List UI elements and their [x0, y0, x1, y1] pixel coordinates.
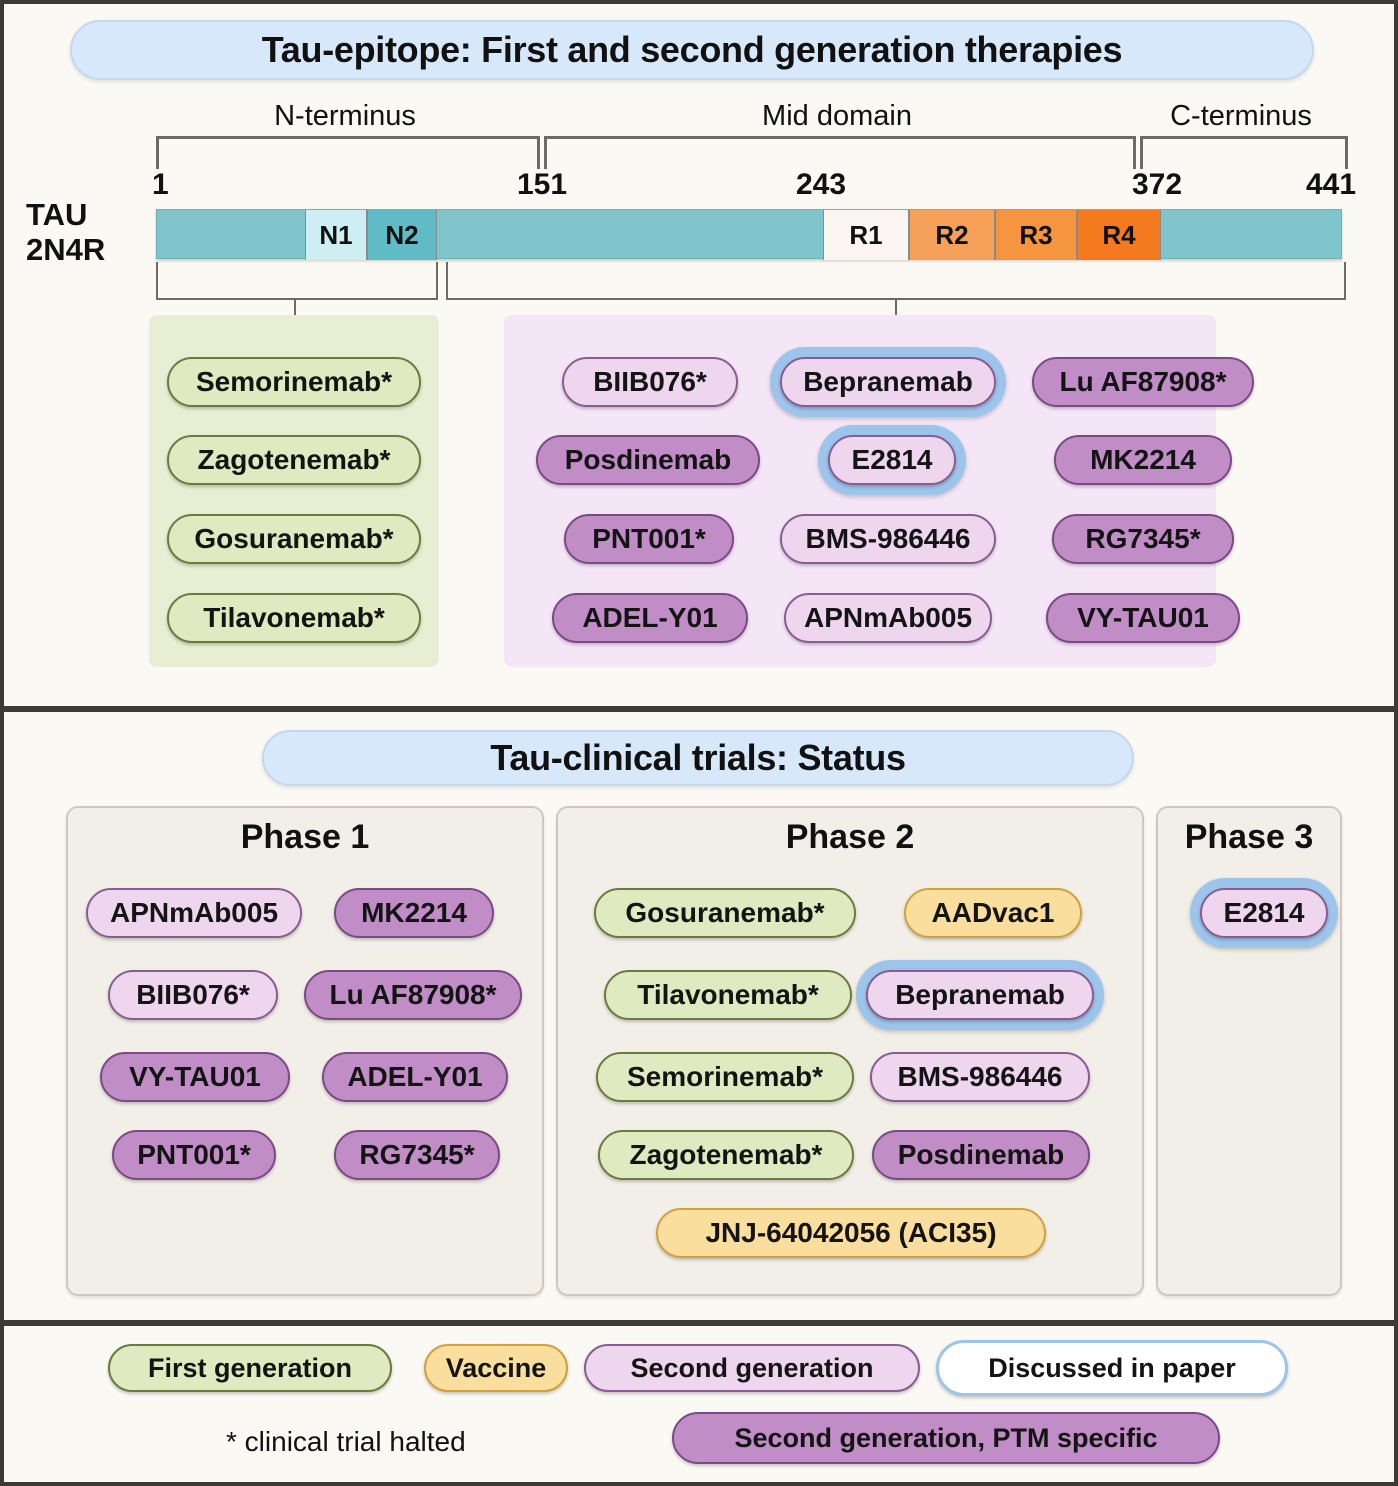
legend-vaccine: Vaccine [424, 1344, 568, 1392]
phase1-pill-lu-af87908[interactable]: Lu AF87908* [304, 970, 522, 1020]
phase-2-title: Phase 2 [785, 818, 915, 856]
legend-first-generation: First generation [108, 1344, 392, 1392]
phase2-pill-gosuranemab[interactable]: Gosuranemab* [594, 888, 856, 938]
phase2-pill-aadvac1[interactable]: AADvac1 [904, 888, 1082, 938]
pill-biib076[interactable]: BIIB076* [562, 357, 738, 407]
bracket-bottom-mid-domain [446, 262, 1346, 300]
phase1-pill-rg7345[interactable]: RG7345* [334, 1130, 500, 1180]
tau-segment-r3: R3 [995, 210, 1077, 260]
phase1-pill-biib076[interactable]: BIIB076* [108, 970, 278, 1020]
stem-n-terminus [294, 298, 296, 322]
phase1-pill-apnmab005[interactable]: APNmAb005 [86, 888, 302, 938]
bracket-mid-domain [544, 136, 1136, 169]
tau-label-line1: TAU [26, 197, 88, 232]
phase-3-title: Phase 3 [1184, 818, 1314, 856]
stem-mid-domain [895, 298, 897, 322]
tick-372: 372 [1132, 168, 1183, 201]
tick-243: 243 [796, 168, 847, 201]
epitope-group-mid-domain: BIIB076* Posdinemab PNT001* ADEL-Y01 Bep… [504, 315, 1254, 667]
phase2-pill-semorinemab[interactable]: Semorinemab* [596, 1052, 854, 1102]
panel-tau-epitope: Tau-epitope: First and second generation… [4, 4, 1394, 706]
tick-151: 151 [517, 168, 568, 201]
tau-segment-n2: N2 [367, 210, 437, 260]
pill-apnmab005[interactable]: APNmAb005 [784, 593, 992, 643]
phase1-pill-vy-tau01[interactable]: VY-TAU01 [100, 1052, 290, 1102]
status-panel-title: Tau-clinical trials: Status [262, 730, 1134, 786]
pill-bepranemab[interactable]: Bepranemab [780, 357, 996, 407]
phase3-pill-e2814[interactable]: E2814 [1200, 888, 1328, 938]
pill-lu-af87908[interactable]: Lu AF87908* [1032, 357, 1254, 407]
pill-e2814[interactable]: E2814 [828, 435, 956, 485]
epitope-group-n-terminus: Semorinemab* Zagotenemab* Gosuranemab* T… [149, 315, 439, 667]
bracket-n-terminus [156, 136, 540, 169]
domain-label-c-terminus: C-terminus [1170, 100, 1312, 132]
legend-second-generation-ptm: Second generation, PTM specific [672, 1412, 1220, 1464]
tau-segment-r4: R4 [1077, 210, 1161, 260]
phase-1-box [66, 806, 544, 1296]
tick-441: 441 [1306, 168, 1357, 201]
epitope-panel-title: Tau-epitope: First and second generation… [70, 20, 1314, 80]
pill-gosuranemab[interactable]: Gosuranemab* [167, 514, 421, 564]
tau-segment-n1: N1 [305, 210, 367, 260]
legend-discussed-in-paper: Discussed in paper [936, 1340, 1288, 1396]
phase1-pill-mk2214[interactable]: MK2214 [334, 888, 494, 938]
phase-1-title: Phase 1 [240, 818, 370, 856]
phase2-pill-zagotenemab[interactable]: Zagotenemab* [598, 1130, 854, 1180]
tau-label-line2: 2N4R [26, 231, 106, 267]
panel-legend [4, 1320, 1394, 1486]
panel-clinical-trial-status [4, 706, 1394, 1320]
tau-isoform-label: TAU 2N4R [26, 197, 106, 267]
tau-protein-bar: N1 N2 R1 R2 R3 R4 [156, 209, 1342, 260]
bracket-bottom-n-terminus [156, 262, 438, 300]
phase1-pill-adel-y01[interactable]: ADEL-Y01 [322, 1052, 508, 1102]
phase2-pill-bms-986446[interactable]: BMS-986446 [870, 1052, 1090, 1102]
domain-label-mid-domain: Mid domain [762, 100, 912, 132]
legend-second-generation: Second generation [584, 1344, 920, 1392]
pill-semorinemab[interactable]: Semorinemab* [167, 357, 421, 407]
pill-tilavonemab[interactable]: Tilavonemab* [167, 593, 421, 643]
tick-1: 1 [152, 168, 169, 201]
tau-segment-r1: R1 [823, 210, 909, 260]
domain-label-n-terminus: N-terminus [274, 100, 416, 132]
pill-pnt001[interactable]: PNT001* [564, 514, 734, 564]
pill-zagotenemab[interactable]: Zagotenemab* [167, 435, 421, 485]
phase2-pill-jnj-64042056[interactable]: JNJ-64042056 (ACI35) [656, 1208, 1046, 1258]
pill-mk2214[interactable]: MK2214 [1054, 435, 1232, 485]
phase1-pill-pnt001[interactable]: PNT001* [112, 1130, 276, 1180]
bracket-c-terminus [1140, 136, 1348, 169]
phase2-pill-posdinemab[interactable]: Posdinemab [872, 1130, 1090, 1180]
pill-bms-986446[interactable]: BMS-986446 [780, 514, 996, 564]
pill-posdinemab[interactable]: Posdinemab [536, 435, 760, 485]
phase2-pill-tilavonemab[interactable]: Tilavonemab* [604, 970, 852, 1020]
phase2-pill-bepranemab[interactable]: Bepranemab [866, 970, 1094, 1020]
pill-adel-y01[interactable]: ADEL-Y01 [552, 593, 748, 643]
legend-footnote: * clinical trial halted [226, 1426, 466, 1457]
pill-vy-tau01[interactable]: VY-TAU01 [1046, 593, 1240, 643]
pill-rg7345[interactable]: RG7345* [1052, 514, 1234, 564]
tau-segment-r2: R2 [909, 210, 995, 260]
